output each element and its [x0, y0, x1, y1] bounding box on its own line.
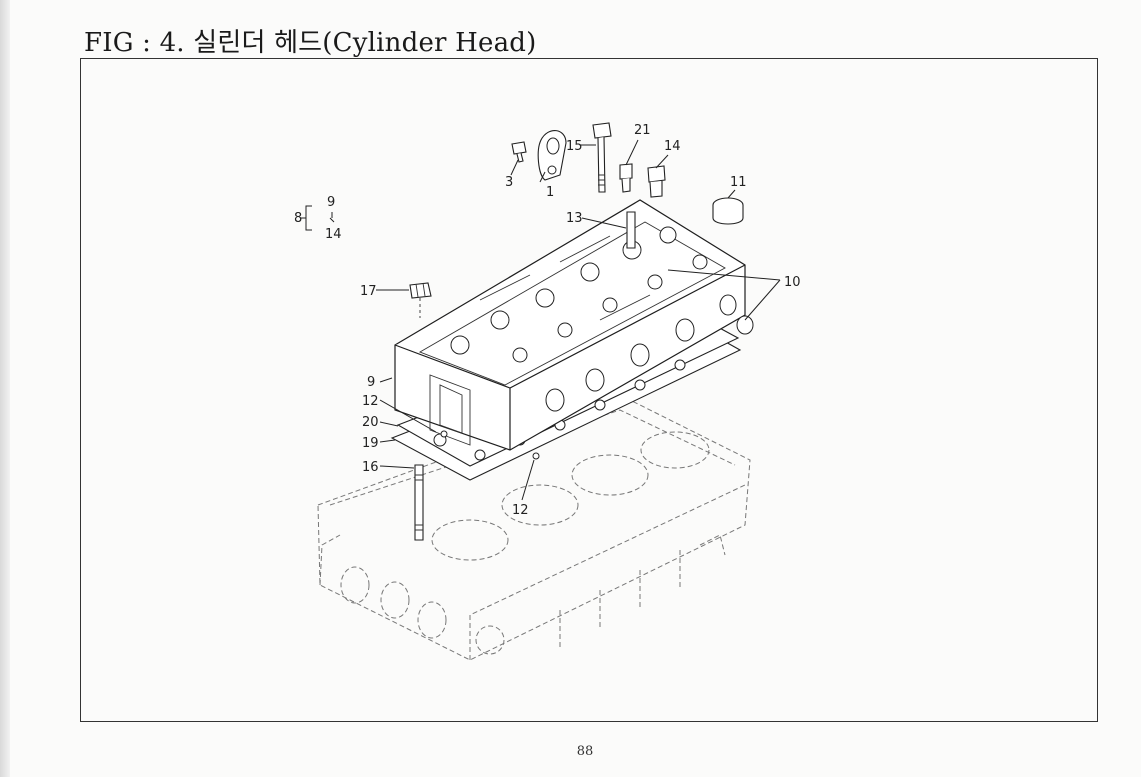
callout-14: 14 — [664, 139, 681, 154]
dowel-pin — [440, 430, 448, 438]
page-number: 88 — [576, 744, 594, 759]
callout-10: 10 — [784, 275, 801, 290]
lifting-eye — [537, 130, 567, 181]
dowel-pin — [532, 452, 540, 460]
callout-17: 17 — [360, 284, 377, 299]
leader-lines — [300, 139, 781, 501]
head-nut — [409, 282, 432, 318]
callout-13: 13 — [566, 211, 583, 226]
callout-9-range-start: 9 — [327, 195, 335, 210]
callout-19: 19 — [362, 436, 379, 451]
stud-short — [626, 211, 636, 249]
page-edge-shadow — [0, 0, 10, 777]
cylinder-head — [394, 199, 754, 451]
temperature-sensor — [619, 163, 633, 193]
head-bolt-long — [592, 122, 612, 193]
callout-12-lower: 12 — [512, 503, 529, 518]
figure-frame — [80, 58, 1098, 722]
glow-plug-cap — [647, 165, 666, 198]
callout-1: 1 — [546, 185, 554, 200]
callout-16: 16 — [362, 460, 379, 475]
callout-12-upper: 12 — [362, 394, 379, 409]
head-cap — [712, 197, 744, 225]
callout-15: 15 — [566, 139, 583, 154]
callout-14-range-end: 14 — [325, 227, 342, 242]
stud-long — [414, 464, 424, 541]
callout-3: 3 — [505, 175, 513, 190]
callout-20: 20 — [362, 415, 379, 430]
callout-9: 9 — [367, 375, 375, 390]
callout-11: 11 — [730, 175, 747, 190]
eye-bolt — [511, 141, 527, 163]
figure-title: FIG : 4. 실린더 헤드(Cylinder Head) — [84, 28, 537, 58]
callout-8: 8 — [294, 211, 302, 226]
callout-21: 21 — [634, 123, 651, 138]
